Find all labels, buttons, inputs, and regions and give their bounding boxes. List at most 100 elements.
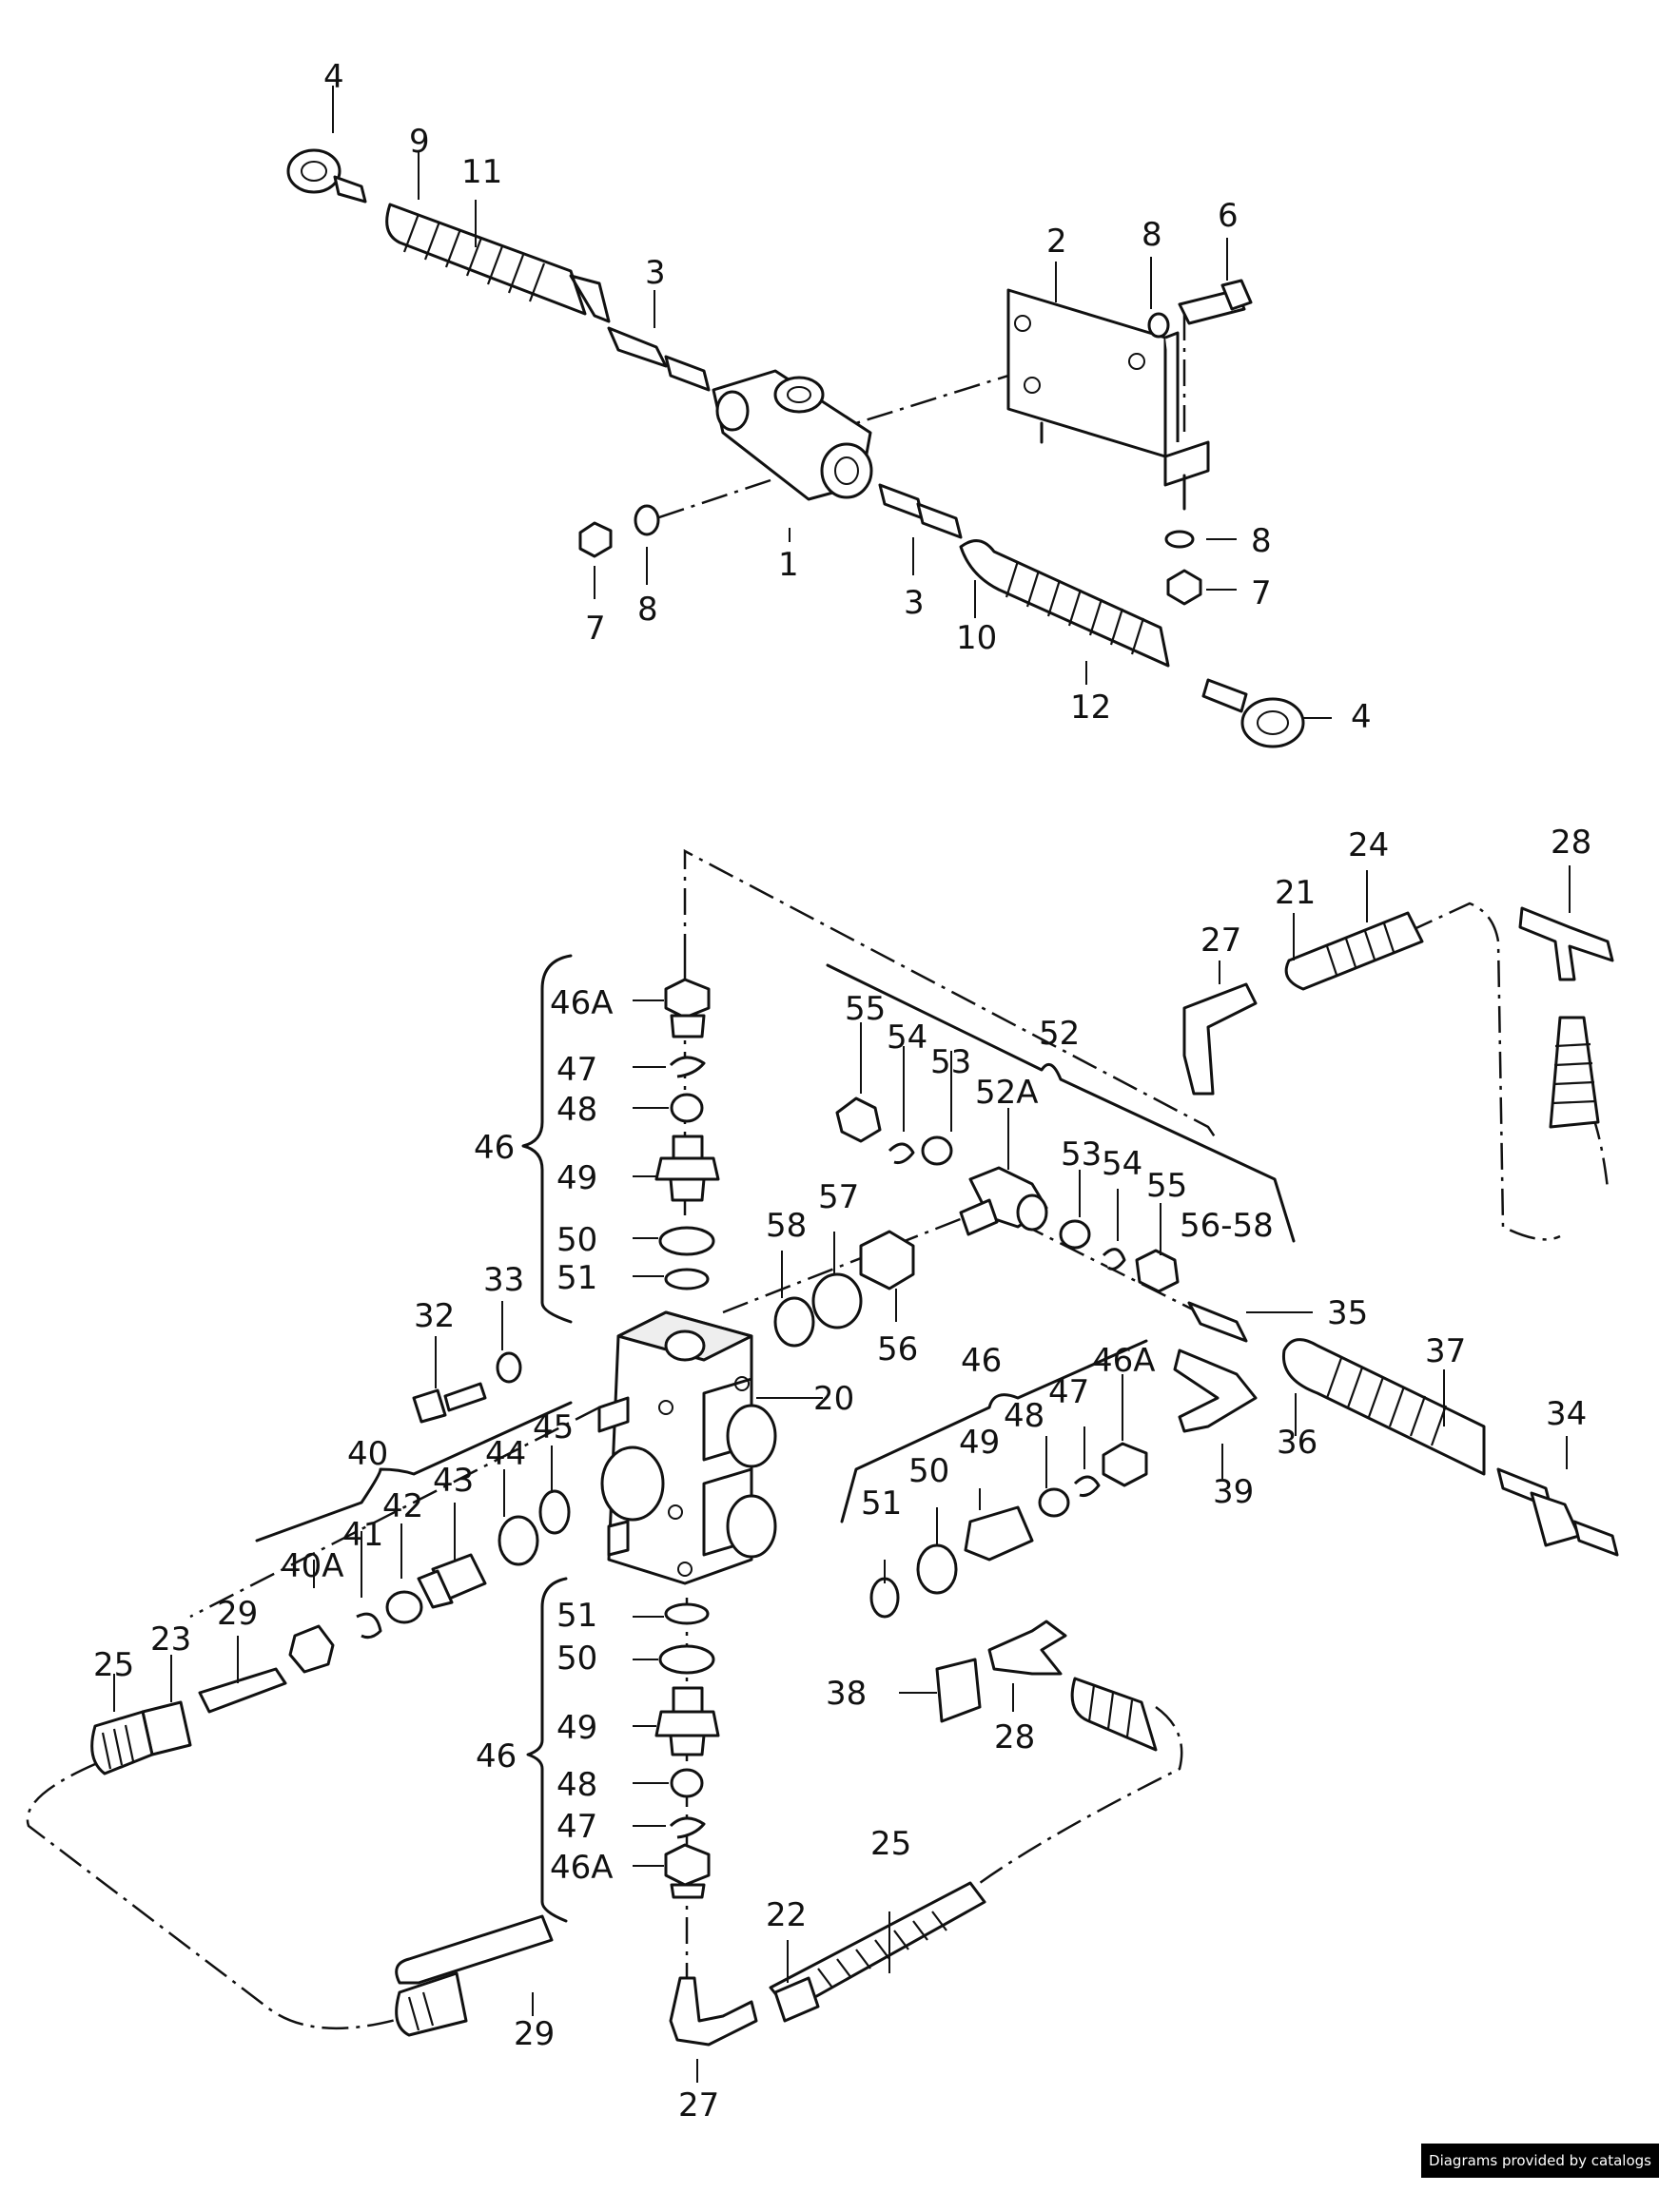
label-12: 12 <box>1070 689 1111 727</box>
label-33: 33 <box>483 1261 524 1299</box>
label-7: 7 <box>585 610 606 648</box>
label-35: 35 <box>1327 1294 1368 1332</box>
oring-51-right <box>869 1577 900 1619</box>
brace-46-upper <box>521 954 573 1324</box>
label-49: 49 <box>556 1159 597 1197</box>
label-43: 43 <box>433 1462 474 1500</box>
label-27: 27 <box>678 2086 719 2125</box>
label-25: 25 <box>870 1825 911 1863</box>
hose-21-24 <box>1284 911 1424 991</box>
banjo-fitting-top-left <box>286 148 367 204</box>
label-55: 55 <box>1146 1167 1187 1205</box>
label-36: 36 <box>1277 1424 1317 1462</box>
elbow-39 <box>1173 1349 1258 1433</box>
label-45: 45 <box>533 1408 574 1446</box>
label-10: 10 <box>956 619 997 657</box>
label-54: 54 <box>1102 1145 1142 1183</box>
label-41: 41 <box>342 1516 383 1554</box>
label-38: 38 <box>826 1675 867 1713</box>
label-4: 4 <box>1351 698 1372 736</box>
oring-51-lower <box>664 1602 710 1625</box>
label-55: 55 <box>845 990 886 1028</box>
label-42: 42 <box>382 1487 423 1525</box>
sleeve-48-lower <box>670 1768 704 1798</box>
fitting-43-44-45 <box>417 1489 571 1609</box>
centerline-washer <box>655 478 771 520</box>
tee-block-body <box>712 369 873 501</box>
label-2: 2 <box>1046 223 1067 261</box>
label-23: 23 <box>150 1620 191 1659</box>
leader-lines-lower <box>113 865 1571 2083</box>
label-22: 22 <box>766 1896 807 1934</box>
label-20: 20 <box>813 1380 854 1418</box>
label-4: 4 <box>323 58 344 96</box>
sleeve-48-top <box>670 1093 704 1123</box>
clip-54-left <box>888 1142 915 1164</box>
brace-40 <box>255 1401 573 1543</box>
label-28: 28 <box>1551 824 1591 862</box>
bolt-and-washer-top <box>1147 279 1253 339</box>
label-46A: 46A <box>1092 1342 1156 1380</box>
label-24: 24 <box>1348 826 1389 864</box>
hose-upper-right <box>959 539 1170 668</box>
label-1: 1 <box>778 546 799 584</box>
hose-lower-left <box>90 1667 287 1775</box>
elbow-27-top <box>1182 982 1258 1096</box>
fitting-40A-41-42 <box>288 1590 423 1674</box>
nipple-fitting-left <box>607 326 711 392</box>
sleeve-53-right <box>1059 1219 1091 1250</box>
credit-badge: Diagrams provided by catalogs parts <box>1421 2144 1659 2203</box>
label-47: 47 <box>1048 1373 1089 1411</box>
label-8: 8 <box>1142 216 1162 254</box>
lower-assembly: 46A 47 48 46 49 50 51 33 32 20 40 45 44 … <box>26 824 1619 2125</box>
nut-and-washer-left <box>578 504 660 558</box>
union-49-lower <box>654 1686 720 1756</box>
label-51: 51 <box>861 1484 902 1523</box>
nipple-35 <box>1187 1301 1248 1343</box>
nut-56 <box>859 1230 915 1290</box>
label-40A: 40A <box>281 1547 344 1585</box>
nut-46A-lower <box>664 1843 711 1899</box>
label-53: 53 <box>930 1043 971 1081</box>
leader-lines-upper <box>332 86 1332 719</box>
label-58: 58 <box>766 1207 807 1245</box>
label-51: 51 <box>556 1259 597 1297</box>
union-49-right <box>964 1505 1034 1562</box>
label-40: 40 <box>347 1435 388 1473</box>
label-27: 27 <box>1200 922 1241 960</box>
label-44: 44 <box>485 1435 526 1473</box>
nut-and-washer-right <box>1164 530 1202 606</box>
label-52: 52 <box>1039 1015 1080 1053</box>
clip-47-right <box>1073 1475 1101 1497</box>
label-3: 3 <box>904 584 925 622</box>
union-49-top <box>654 1135 720 1202</box>
label-32: 32 <box>414 1297 455 1335</box>
ring-58 <box>773 1296 815 1348</box>
brace-46-lower <box>526 1577 568 1923</box>
tee-52A <box>959 1166 1048 1236</box>
hose-loop-left <box>26 1762 410 2030</box>
hose-loop-right <box>979 1705 1183 1885</box>
hose-lower-right-stub <box>1070 1677 1158 1752</box>
ring-50-top <box>658 1226 715 1256</box>
tee-28-top <box>1518 906 1614 981</box>
hose-bottom-left <box>395 1914 554 2037</box>
label-8: 8 <box>637 591 658 629</box>
sleeve-48-right <box>1038 1487 1070 1518</box>
label-56-58: 56-58 <box>1180 1207 1274 1245</box>
label-57: 57 <box>818 1178 859 1216</box>
fitting-38 <box>935 1658 982 1723</box>
oring-51-top <box>664 1268 710 1290</box>
brace-52 <box>826 963 1296 1243</box>
nipple-fitting-right <box>878 483 963 539</box>
label-39: 39 <box>1213 1473 1254 1511</box>
label-50: 50 <box>556 1640 597 1678</box>
label-46: 46 <box>476 1737 517 1775</box>
clip-47-lower <box>669 1816 706 1839</box>
label-28: 28 <box>994 1718 1035 1756</box>
nut-46A-right <box>1102 1442 1148 1487</box>
label-34: 34 <box>1546 1395 1587 1433</box>
sleeve-53-left <box>921 1135 953 1166</box>
label-46A: 46A <box>550 984 614 1022</box>
hose-right-side <box>1549 1016 1600 1129</box>
